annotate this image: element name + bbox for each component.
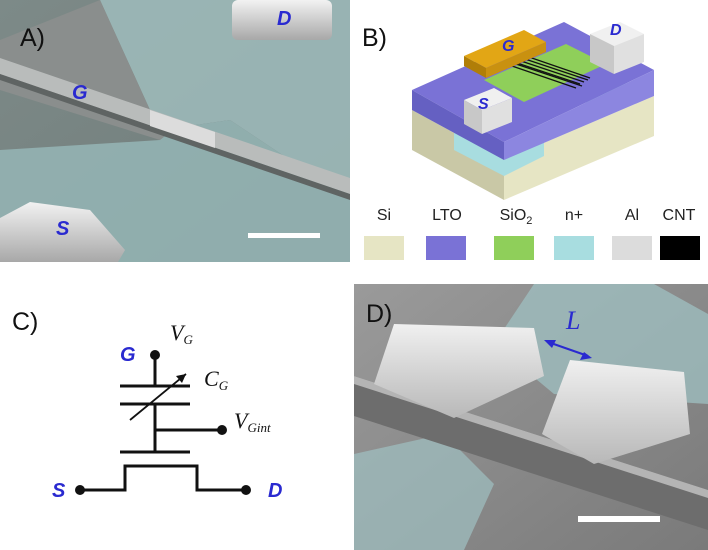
channel-line [80,464,246,492]
length-label: L [566,306,581,335]
vgint-terminal [217,425,227,435]
si-substrate-left [412,110,504,200]
gate-label-c: G [120,344,136,366]
panel-d-image [354,284,708,550]
lto-left [412,90,504,160]
gate-electrode-front [486,42,546,78]
n-plus-left [454,132,544,176]
panel-d: D) L [354,284,708,550]
legend-swatch-si [364,236,404,260]
panel-a-letter: A) [20,24,45,52]
drain-terminal [241,485,251,495]
si-substrate-front [504,96,654,200]
legend-label-lto: LTO [432,207,462,224]
legend-label-cnt: CNT [662,207,696,224]
gate-electrode-side [464,56,486,78]
drain-label-c: D [268,480,283,502]
panel-c: C) G S D VG CG VGint [0,280,350,550]
legend-swatch-cnt [660,236,700,260]
legend-label-nplus: n+ [564,207,584,224]
vg-label: VG [170,320,193,347]
legend-label-si: Si [376,207,392,224]
length-arrow-head-left [544,340,556,348]
panel-b-schematic [412,22,654,200]
legend-label-sio2: SiO2 [499,207,533,227]
gate-electrode-top [464,30,546,68]
panel-a-image [0,0,350,262]
source-label-a: S [56,218,70,240]
left-contact-pad [374,324,544,418]
gate-label-a: G [72,82,88,104]
panel-c-letter: C) [12,308,39,336]
source-contact-front [482,98,512,134]
lto-front [504,70,654,160]
source-pad [0,202,125,262]
length-arrow-head-right [580,352,592,360]
vg-terminal [150,350,160,360]
gate-label-b: G [502,38,515,55]
vgint-label: VGint [234,408,271,435]
drain-region-tint [100,0,350,200]
cg-label: CG [204,366,229,393]
legend-swatch-sio2 [494,236,534,260]
variable-arrow-head [176,374,186,383]
panel-d-letter: D) [366,300,393,328]
source-label-b: S [478,96,489,113]
channel-contact [150,110,215,148]
drain-label-a: D [277,8,292,30]
sio2-trench [484,44,606,102]
drain-label-b: D [610,22,622,39]
cnt-bundle [511,55,591,89]
nanowire-shadow [0,74,350,200]
variable-arrow-line [129,373,187,421]
source-terminal [75,485,85,495]
legend-swatch-nplus [554,236,594,260]
panel-a: A) G D S [0,0,350,262]
tint-band-bottom [354,434,494,550]
panel-b: B) G D S Si LTO SiO2 n+ Al CNT [354,0,708,280]
scale-bar-a [248,233,320,238]
drain-contact-side [590,34,614,74]
source-contact-top [464,88,512,110]
drain-contact-front [614,34,644,74]
wire-body [354,376,708,530]
scale-bar-d [578,516,660,522]
length-arrow-line [547,341,589,357]
legend-swatch-lto [426,236,466,260]
right-contact-pad [542,360,690,464]
source-label-c: S [52,480,66,502]
source-contact-side [464,100,482,134]
drain-pad [232,0,332,40]
circuit-diagram [75,350,251,495]
panel-b-letter: B) [362,24,387,52]
drain-contact-top [590,22,644,46]
legend-swatch-al [612,236,652,260]
legend-label-al: Al [624,207,640,224]
